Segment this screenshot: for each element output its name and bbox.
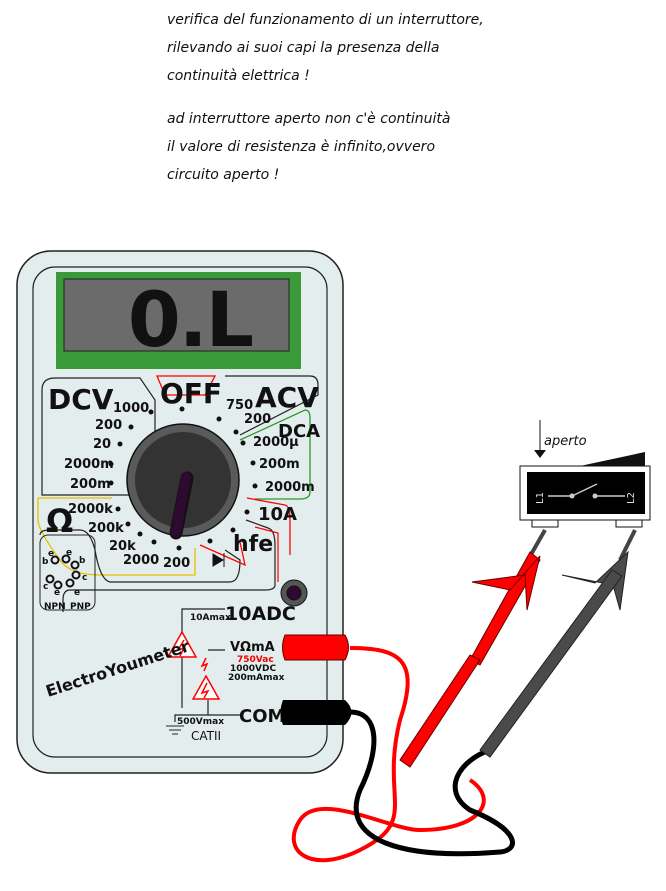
pin-label: b — [42, 557, 49, 567]
dcv-label: DCV — [48, 383, 114, 416]
pin-label: e — [66, 548, 72, 558]
lcd-screen — [63, 278, 290, 352]
black-cable — [349, 709, 515, 857]
note-line: il valore di resistenza è infinito,ovver… — [167, 139, 436, 155]
range-dca-2000u[interactable]: 2000µ — [253, 435, 299, 450]
red-plug[interactable] — [282, 634, 349, 661]
range-dca-2000m[interactable]: 2000m — [265, 480, 315, 495]
hfe-label: hfe — [233, 532, 273, 557]
acv-label: ACV — [255, 381, 319, 414]
terminal-l1-label: L1 — [535, 492, 546, 504]
catii-label: CATII — [191, 729, 221, 743]
pin-label: e — [54, 588, 60, 598]
note-line: rilevando ai suoi capi la presenza della — [167, 40, 440, 56]
black-probe[interactable] — [479, 529, 637, 758]
range-ohm-200k[interactable]: 200k — [88, 521, 124, 536]
npn-label: NPN — [44, 602, 66, 612]
range-acv-750[interactable]: 750 — [226, 398, 253, 413]
terminal-l2-label: L2 — [626, 492, 637, 504]
range-dcv-200[interactable]: 200 — [95, 418, 122, 433]
range-ohm-2000k[interactable]: 2000k — [68, 502, 113, 517]
1000vdc-label: 1000VDC — [230, 664, 276, 674]
pin-label: c — [43, 582, 48, 592]
range-dcv-2000m[interactable]: 2000m — [64, 457, 114, 472]
range-dcv-200m[interactable]: 200m — [70, 477, 111, 492]
black-plug[interactable] — [280, 700, 352, 725]
range-labels: 1000 200 20 2000m 200m 750 200 2000µ 200… — [64, 398, 315, 571]
display-reading: 0.L — [128, 275, 253, 364]
range-dots — [108, 406, 258, 551]
range-dca-200m[interactable]: 200m — [259, 457, 300, 472]
ground-icon — [166, 715, 184, 735]
red-probe[interactable] — [399, 529, 547, 768]
red-cable — [291, 646, 486, 863]
range-dcv-1000[interactable]: 1000 — [113, 401, 149, 416]
750vac-label: 750Vac — [237, 655, 274, 665]
pin-label: e — [74, 588, 80, 598]
switch-rocker[interactable] — [525, 452, 645, 466]
note-line: verifica del funzionamento di un interru… — [167, 12, 484, 28]
10adc-label: 10ADC — [225, 603, 296, 625]
rotary-selector-knob[interactable] — [126, 423, 240, 540]
range-ohm-2000[interactable]: 2000 — [123, 553, 159, 568]
com-label: COM — [239, 706, 285, 727]
arrow-down-icon — [534, 450, 546, 458]
warning-icon — [191, 674, 221, 700]
diode-icon — [212, 553, 225, 567]
note-line: ad interruttore aperto non c'è continuit… — [167, 111, 451, 127]
pin-label: c — [82, 573, 87, 583]
dca-label: DCA — [278, 421, 320, 442]
500vmax-label: 500Vmax — [177, 717, 224, 727]
switch-state-label: aperto — [544, 434, 587, 449]
range-ohm-20k[interactable]: 20k — [109, 539, 136, 554]
200mamax-label: 200mAmax — [228, 673, 285, 683]
note-line: circuito aperto ! — [167, 167, 280, 183]
pin-label: e — [48, 549, 54, 559]
range-ohm-200[interactable]: 200 — [163, 556, 190, 571]
range-acv-200[interactable]: 200 — [244, 412, 271, 427]
hfe-socket[interactable]: e e b b c c e e NPN PNP — [39, 534, 96, 612]
10amax-label: 10Amax — [190, 613, 231, 623]
pin-label: b — [79, 556, 86, 566]
range-dcv-20[interactable]: 20 — [93, 437, 111, 452]
switch[interactable]: aperto L1 L2 — [519, 420, 651, 528]
ohm-label: Ω — [46, 502, 73, 540]
off-label: OFF — [160, 377, 222, 410]
vohm-label: VΩmA — [230, 640, 275, 655]
note-line: continuità elettrica ! — [167, 68, 310, 84]
10a-label: 10A — [258, 504, 297, 525]
pnp-label: PNP — [70, 602, 91, 612]
